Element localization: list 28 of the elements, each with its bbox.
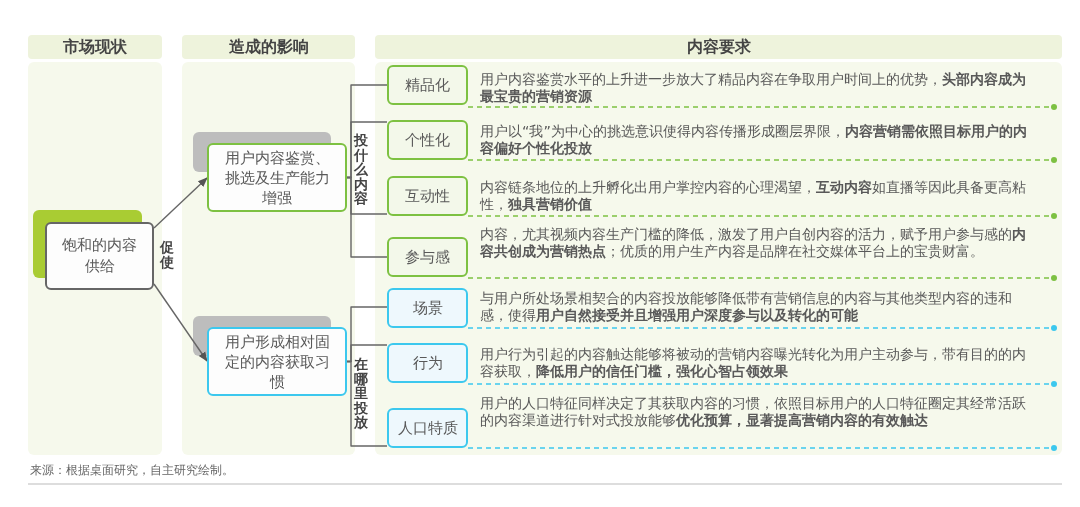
description-text: 用户的人口特征同样决定了其获取内容的习惯，依照目标用户的人口特征圈定其经常活跃的内容渠道进行针对式投放能够优化预算，显著提高营销内容的有效触达 <box>480 395 1027 429</box>
description-text: 用户行为引起的内容触达能够将被动的营销内容曝光转化为用户主动参与，带有目的的内容获取，降低用户的信任门槛，强化心智占领效果 <box>480 346 1027 380</box>
description-text: 用户内容鉴赏水平的上升进一步放大了精品内容在争取用户时间上的优势，头部内容成为最宝贵的营销资源 <box>480 71 1027 105</box>
requirement-box: 互动性 <box>387 176 468 216</box>
side-label: 投什么内容 <box>353 133 368 206</box>
connector <box>346 360 388 447</box>
description-text: 内容链条地位的上升孵化出用户掌控内容的心理渴望，互动内容如直播等因此具备更高粘性，独具营销价值 <box>480 179 1027 213</box>
column-header: 造成的影响 <box>182 35 355 59</box>
requirement-box: 精品化 <box>387 65 468 105</box>
column-header: 市场现状 <box>28 35 162 59</box>
side-label: 促使 <box>159 240 174 269</box>
requirement-box: 场景 <box>387 288 468 328</box>
column-header: 内容要求 <box>375 35 1062 59</box>
impact-box: 用户内容鉴赏、挑选及生产能力增强 <box>207 143 347 212</box>
description-text: 用户以“我”为中心的挑选意识使得内容传播形成圈层界限，内容营销需依照目标用户的内容偏好个性化投放 <box>480 123 1028 157</box>
impact-box: 用户形成相对固定的内容获取习惯 <box>207 327 347 396</box>
source-note: 来源：根据桌面研究，自主研究绘制。 <box>30 463 235 478</box>
description-text: 内容，尤其视频内容生产门槛的降低，激发了用户自创内容的活力，赋予用户参与感的内容共创成为营销热点；优质的用户生产内容是品牌在社交媒体平台上的宝贵财富。 <box>480 226 1027 260</box>
requirement-box: 参与感 <box>387 237 468 277</box>
connector <box>346 176 388 258</box>
description-text: 与用户所处场景相契合的内容投放能够降低带有营销信息的内容与其他类型内容的违和感，使得用户自然接受并且增强用户深度参与以及转化的可能 <box>480 290 1013 324</box>
requirement-box: 人口特质 <box>387 408 468 448</box>
side-label: 在哪里投放 <box>353 357 368 430</box>
status-box: 饱和的内容供给 <box>45 222 154 290</box>
connector <box>153 283 208 362</box>
requirement-box: 个性化 <box>387 120 468 160</box>
requirement-box: 行为 <box>387 343 468 383</box>
connector <box>153 177 208 229</box>
